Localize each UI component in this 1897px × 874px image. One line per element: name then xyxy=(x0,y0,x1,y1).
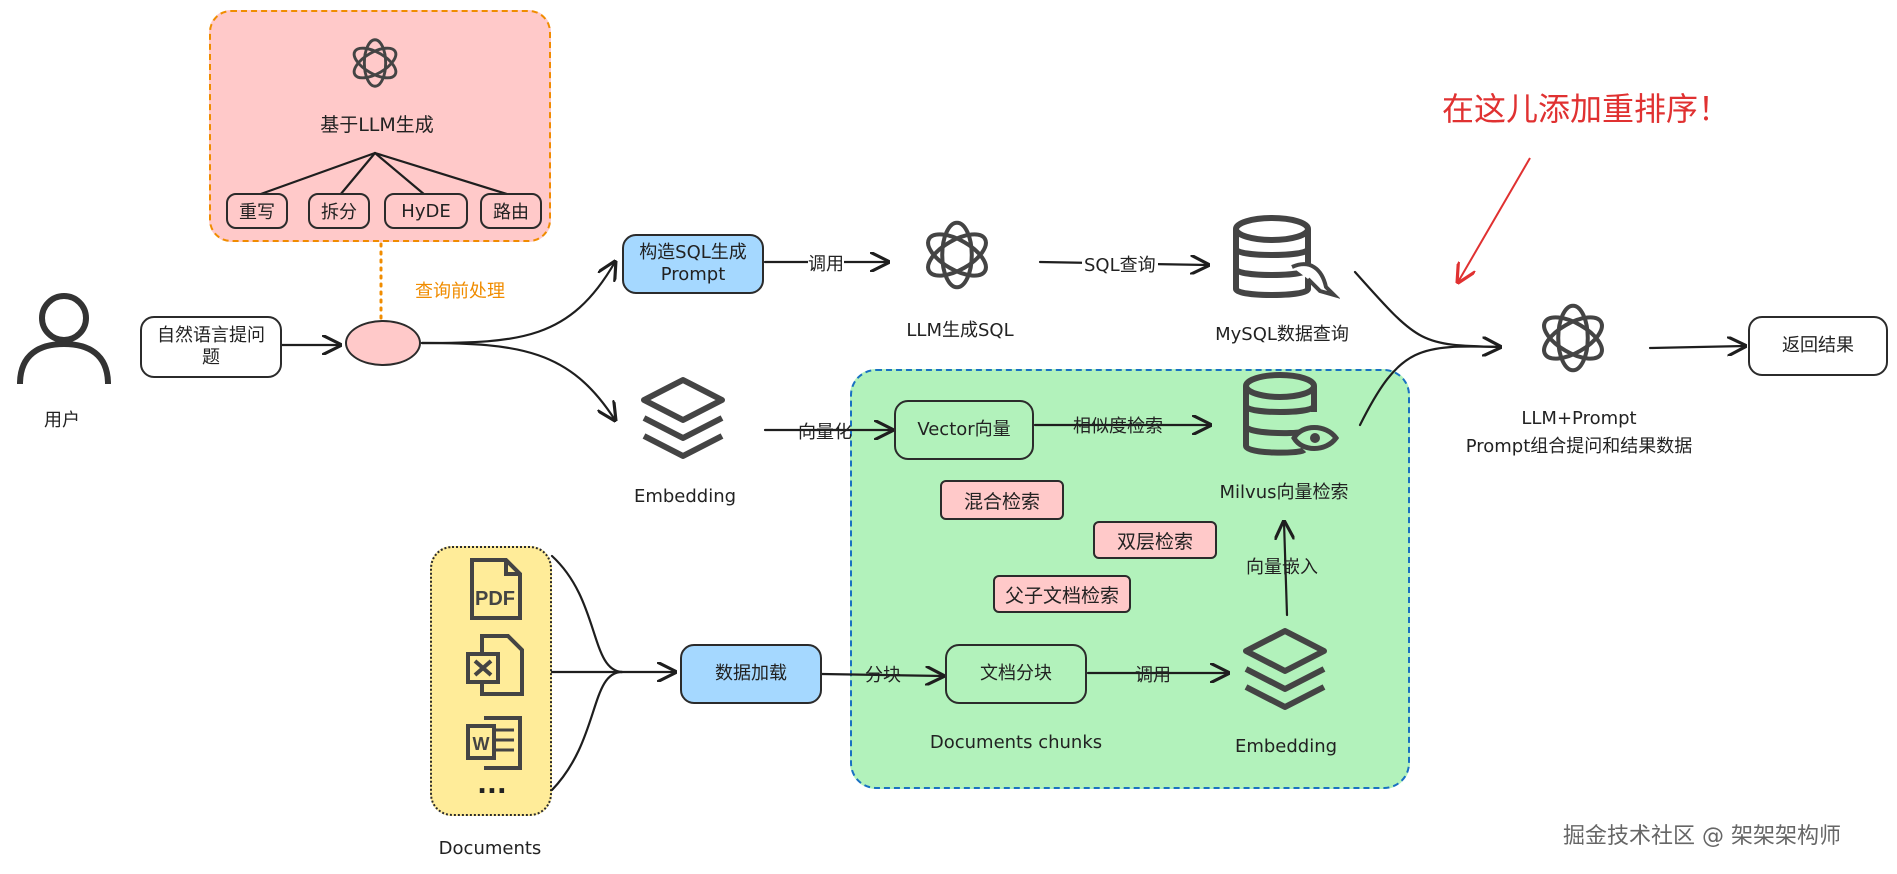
llm-sql-label: LLM生成SQL xyxy=(906,320,1014,341)
return-result-box: 返回结果 xyxy=(1748,316,1888,376)
chip-rewrite: 重写 xyxy=(226,193,288,229)
embedding-label: Embedding xyxy=(633,486,737,507)
milvus-label: Milvus向量检索 xyxy=(1219,482,1349,503)
preprocess-caption: 查询前处理 xyxy=(415,281,505,302)
query-node xyxy=(345,320,421,366)
build-sql-prompt-box: 构造SQL生成Prompt xyxy=(622,234,764,294)
mysql-database-icon xyxy=(1230,215,1341,305)
user-icon xyxy=(14,288,114,388)
milvus-database-icon xyxy=(1240,372,1340,462)
excel-icon xyxy=(464,632,526,698)
openai-icon xyxy=(344,32,406,94)
final-llm-sub: Prompt组合提问和结果数据 xyxy=(1465,436,1693,457)
chip-split: 拆分 xyxy=(308,193,370,229)
openai-icon xyxy=(914,212,1000,298)
embed-in-label: 向量嵌入 xyxy=(1246,557,1318,578)
chunk-box: 文档分块 xyxy=(945,644,1087,704)
layers-icon xyxy=(1240,625,1330,711)
documents-caption: Documents xyxy=(438,838,542,859)
embedding2-label: Embedding xyxy=(1234,736,1338,757)
pdf-icon: PDF xyxy=(464,556,526,622)
hybrid-search-tag: 混合检索 xyxy=(940,480,1064,520)
layers-icon xyxy=(638,374,728,460)
svg-text:PDF: PDF xyxy=(475,588,515,610)
chunks-caption: Documents chunks xyxy=(929,732,1103,753)
chip-hyde: HyDE xyxy=(384,193,468,229)
parent-child-search-tag: 父子文档检索 xyxy=(993,575,1131,613)
vector-box: Vector向量 xyxy=(894,400,1034,460)
chunk-label: 分块 xyxy=(865,665,901,686)
question-box: 自然语言提问题 xyxy=(140,316,282,378)
sql-query-label: SQL查询 xyxy=(1082,251,1158,277)
watermark: 掘金技术社区 @ 架架架构师 xyxy=(1563,824,1841,849)
sql-call-label: 调用 xyxy=(808,250,844,276)
data-load-box: 数据加载 xyxy=(680,644,822,704)
chunk-call-label: 调用 xyxy=(1135,665,1171,686)
final-llm-label: LLM+Prompt xyxy=(1521,408,1637,429)
mysql-label: MySQL数据查询 xyxy=(1215,324,1349,345)
rerank-annotation: 在这儿添加重排序！ xyxy=(1442,90,1731,128)
two-layer-search-tag: 双层检索 xyxy=(1093,521,1217,559)
similarity-label: 相似度检索 xyxy=(1073,416,1163,437)
chip-route: 路由 xyxy=(480,193,542,229)
user-label: 用户 xyxy=(44,410,80,431)
svg-text:W: W xyxy=(473,734,490,754)
word-icon: W xyxy=(464,712,526,774)
vectorize-label: 向量化 xyxy=(798,422,852,443)
preprocess-title: 基于LLM生成 xyxy=(320,114,434,136)
openai-icon xyxy=(1530,295,1616,381)
documents-ellipsis: ... xyxy=(477,770,507,800)
